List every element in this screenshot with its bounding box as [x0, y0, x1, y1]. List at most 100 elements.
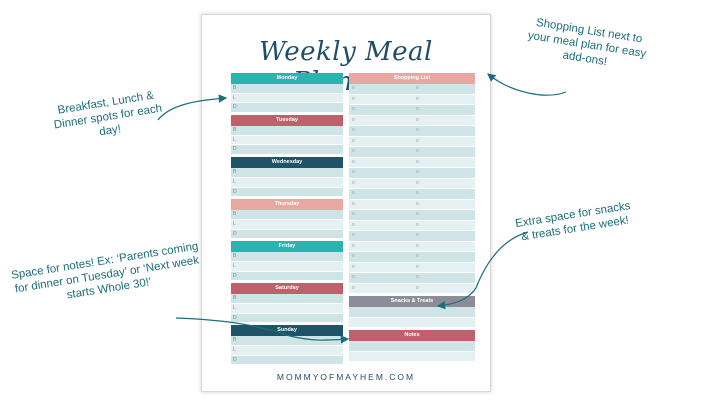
snacks-rows — [349, 307, 475, 328]
bullet-icon: o — [416, 127, 419, 133]
bullet-icon: o — [416, 137, 419, 144]
site-footer: MOMMYOFMAYHEM.COM — [276, 372, 416, 382]
bullet-icon: o — [352, 190, 355, 196]
snacks-row[interactable] — [349, 317, 475, 328]
bullet-icon: o — [352, 253, 355, 259]
meal-row[interactable]: B — [231, 168, 343, 178]
bullet-icon: o — [416, 179, 419, 186]
day-header-sunday: Sunday — [231, 325, 343, 337]
meal-row[interactable]: L — [231, 346, 343, 356]
meal-row-label: B — [233, 127, 237, 134]
meal-row[interactable]: B — [231, 294, 343, 304]
meal-row[interactable]: B — [231, 252, 343, 262]
meal-row[interactable]: L — [231, 177, 343, 188]
meal-row[interactable]: L — [231, 93, 343, 104]
bullet-icon: o — [352, 200, 355, 207]
bullet-icon: o — [416, 190, 419, 196]
meal-row[interactable]: B — [231, 84, 343, 94]
meal-row-label: L — [233, 220, 236, 227]
meal-row[interactable]: D — [231, 229, 343, 240]
meal-row[interactable]: B — [231, 336, 343, 347]
day-header-wednesday: Wednesday — [231, 157, 343, 169]
meal-row-label: B — [233, 295, 237, 302]
meal-row[interactable]: L — [231, 219, 343, 230]
callout-snacks-text: Extra space for snacks & treats for the … — [514, 200, 632, 244]
day-header-friday: Friday — [231, 241, 343, 253]
bullet-icon: o — [352, 85, 355, 91]
bullet-icon: o — [352, 127, 355, 133]
meal-row[interactable]: L — [231, 304, 343, 314]
callout-shopping-text: Shopping List next to your meal plan for… — [527, 16, 647, 69]
bullet-icon: o — [352, 179, 355, 186]
meal-row[interactable]: D — [231, 187, 343, 198]
meal-row[interactable]: D — [231, 355, 343, 366]
bullet-icon: o — [352, 221, 355, 228]
bullet-icon: o — [352, 232, 355, 238]
meal-row[interactable]: D — [231, 271, 343, 282]
meal-row-label: L — [233, 94, 236, 101]
bullet-icon: o — [352, 284, 355, 291]
meal-row[interactable]: L — [231, 135, 343, 146]
bullet-icon: o — [416, 116, 419, 123]
meal-row[interactable]: B — [231, 126, 343, 136]
day-header-saturday: Saturday — [231, 283, 343, 295]
meal-row[interactable]: L — [231, 261, 343, 272]
callout-meals-text: Breakfast, Lunch & Dinner spots for each… — [53, 89, 163, 139]
bullet-icon: o — [416, 253, 419, 259]
callout-notes-text: Space for notes! Ex: ‘Parents coming for… — [10, 240, 200, 302]
bullet-icon: o — [416, 211, 419, 217]
day-header-monday: Monday — [231, 73, 343, 84]
notes-row[interactable] — [349, 341, 475, 352]
snacks-header: Snacks & Treats — [349, 296, 475, 307]
meal-row[interactable]: D — [231, 103, 343, 114]
snacks-row[interactable] — [349, 307, 475, 318]
meal-row[interactable]: D — [231, 313, 343, 324]
meal-row-label: D — [233, 356, 237, 363]
callout-notes: Space for notes! Ex: ‘Parents coming for… — [10, 239, 204, 310]
bullet-icon: o — [352, 158, 355, 165]
meal-row-label: D — [233, 272, 237, 279]
meal-row-label: L — [233, 262, 236, 269]
meal-row-label: B — [233, 337, 237, 344]
meal-row-label: D — [233, 104, 237, 111]
bullet-icon: o — [352, 95, 355, 102]
bullet-icon: o — [352, 263, 355, 270]
day-header-tuesday: Tuesday — [231, 115, 343, 127]
bullet-icon: o — [352, 242, 355, 249]
meal-row[interactable]: D — [231, 145, 343, 156]
notes-row[interactable] — [349, 351, 475, 362]
callout-meals: Breakfast, Lunch & Dinner spots for each… — [45, 87, 170, 147]
bullet-icon: o — [416, 158, 419, 165]
day-header-thursday: Thursday — [231, 199, 343, 211]
bullet-icon: o — [416, 274, 419, 280]
bullet-icon: o — [416, 232, 419, 238]
meal-row-label: D — [233, 314, 237, 321]
bullet-icon: o — [352, 116, 355, 123]
meal-row[interactable]: B — [231, 210, 343, 220]
bullet-icon: o — [352, 137, 355, 144]
